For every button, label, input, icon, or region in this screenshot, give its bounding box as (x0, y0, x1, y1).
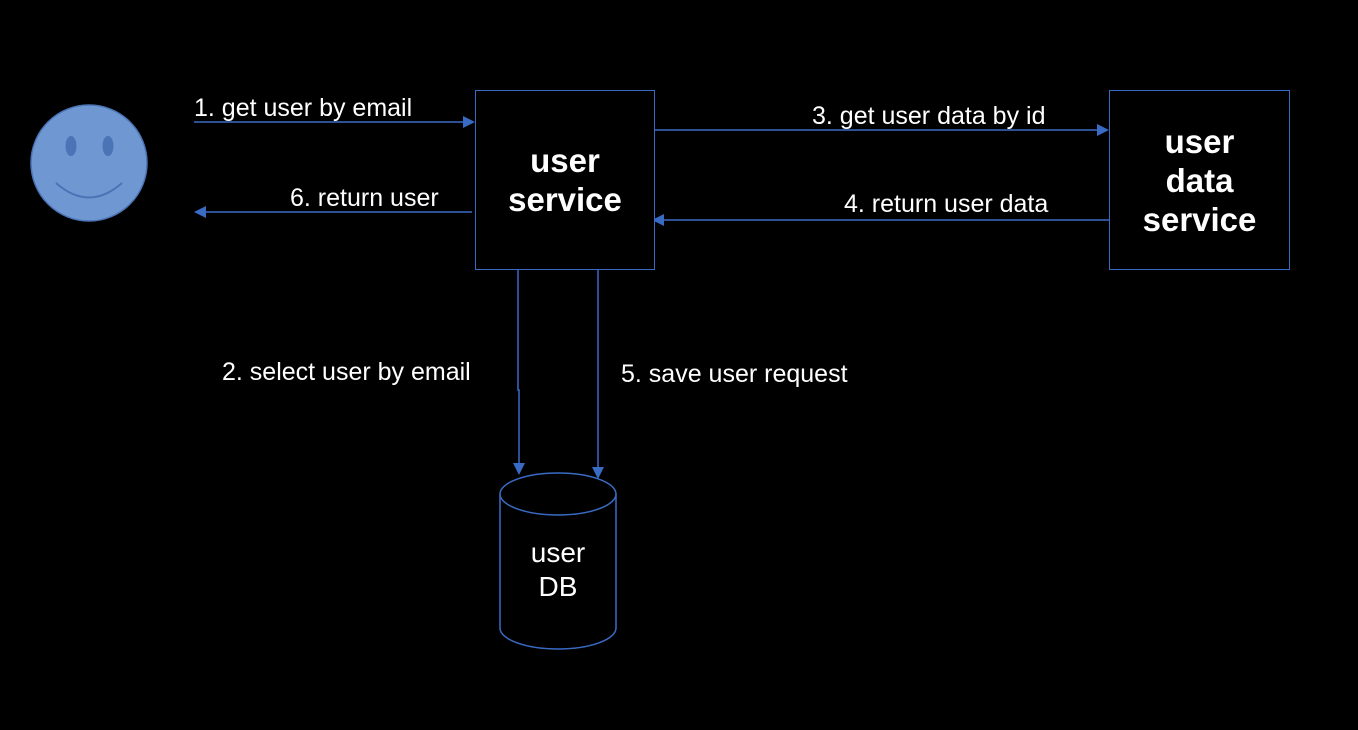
user-db-line-2: DB (538, 571, 578, 602)
user-db-node[interactable]: user DB (500, 536, 616, 604)
edge-step5-label: 5. save user request (621, 360, 848, 388)
database-cylinder-icon (499, 472, 617, 650)
user-data-service-node[interactable]: user data service (1109, 90, 1290, 270)
smiley-face-icon (30, 104, 148, 222)
edge-step4-label: 4. return user data (844, 190, 1049, 218)
edge-step2-arrow (513, 270, 525, 475)
user-data-service-line-2: data (1165, 161, 1234, 199)
user-service-node[interactable]: user service (475, 90, 655, 270)
edge-step3-label: 3. get user data by id (812, 102, 1046, 130)
edge-step1-label: 1. get user by email (194, 94, 413, 122)
user-service-line-1: user (530, 142, 600, 179)
user-db-line-1: user (530, 537, 586, 568)
user-data-service-line-1: user (1164, 122, 1235, 160)
user-data-service-line-3: service (1142, 200, 1257, 238)
user-service-line-2: service (508, 181, 622, 218)
edge-step6-label: 6. return user (290, 184, 439, 212)
edge-step2-label: 2. select user by email (222, 358, 471, 386)
